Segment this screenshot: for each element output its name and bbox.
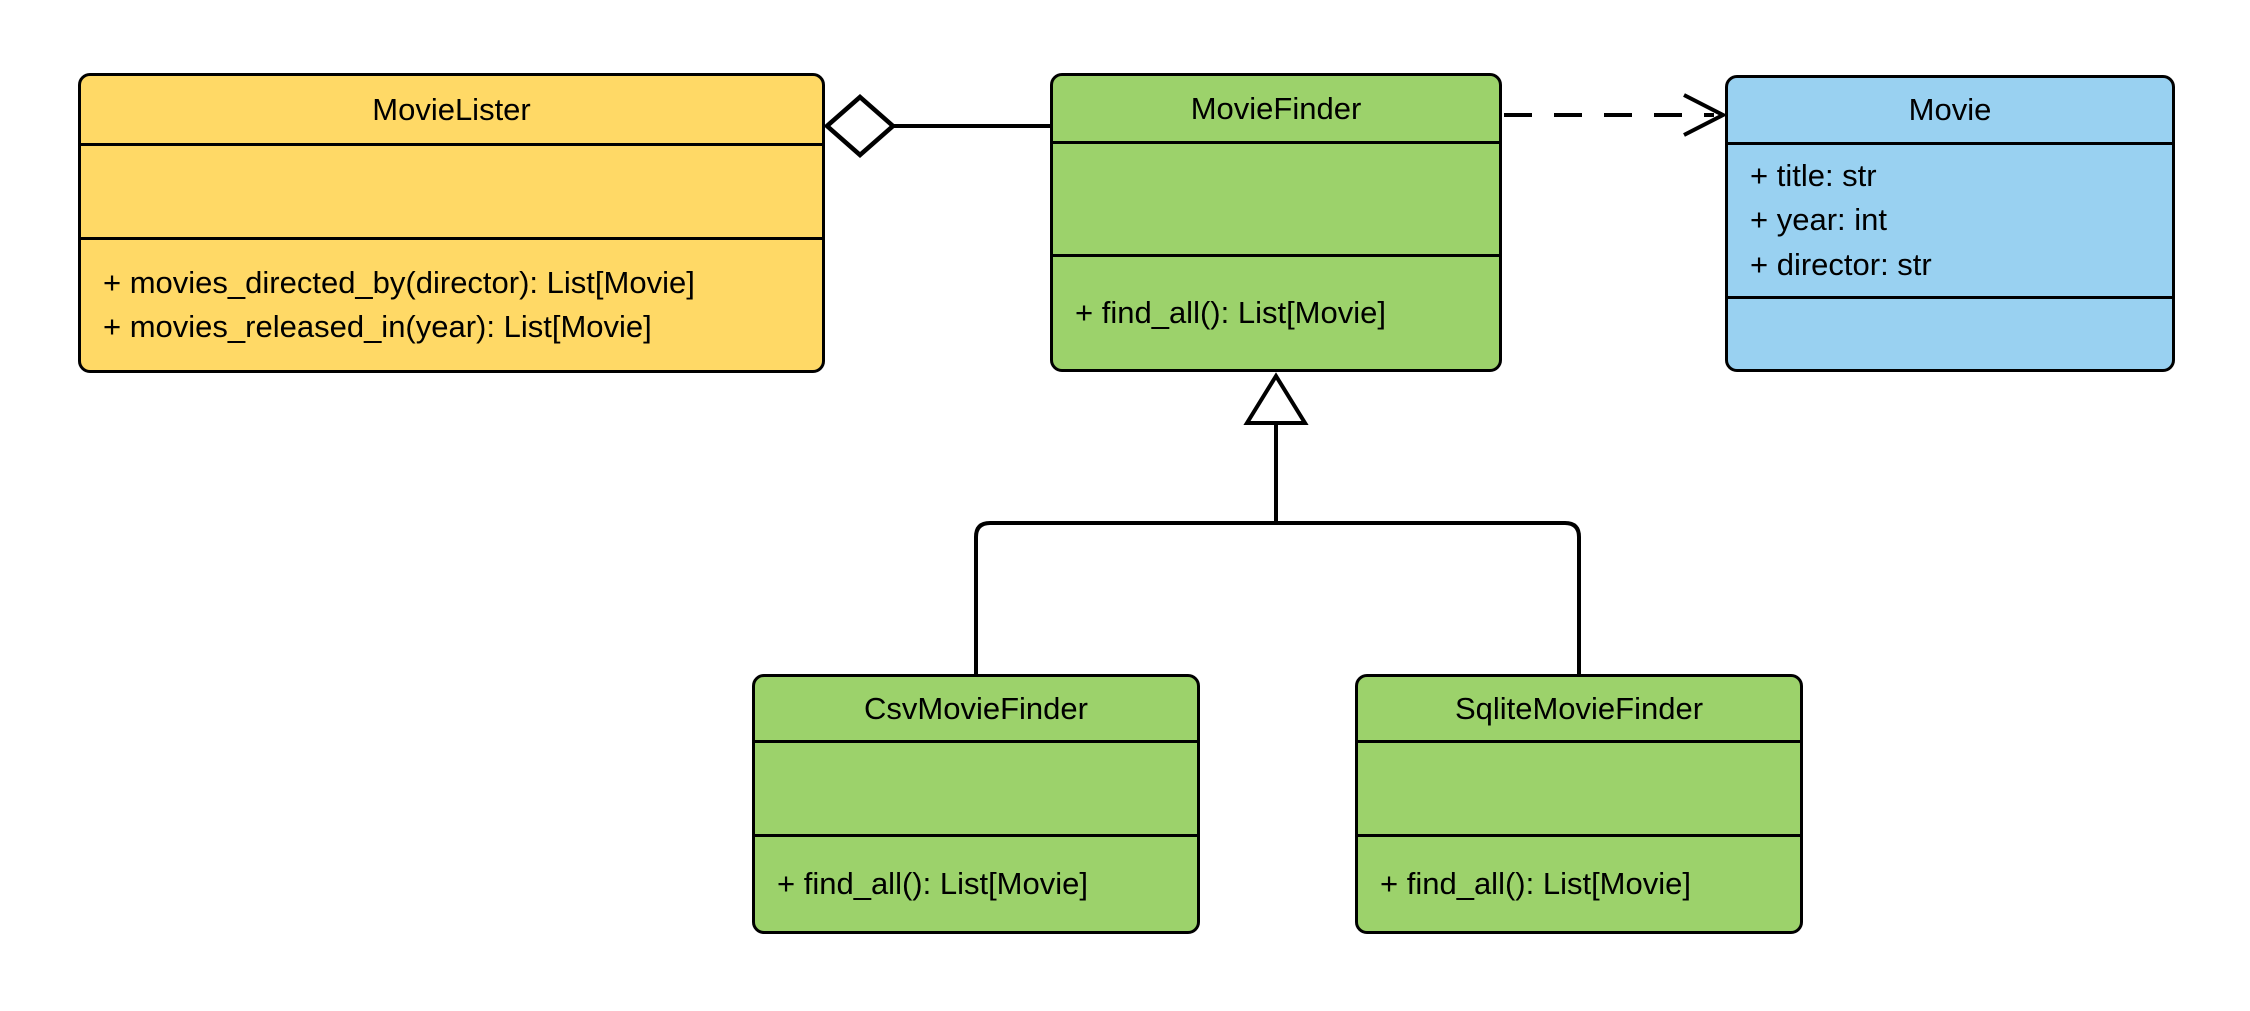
class-box-csvmoviefinder: CsvMovieFinder + find_all(): List[Movie]	[752, 674, 1200, 934]
method-label: + movies_directed_by(director): List[Mov…	[103, 264, 695, 300]
methods-compartment-moviefinder: + find_all(): List[Movie]	[1053, 257, 1499, 369]
attributes-compartment-moviefinder	[1053, 144, 1499, 257]
attributes-compartment-sqlitemoviefinder	[1358, 743, 1800, 837]
method-label: + find_all(): List[Movie]	[777, 865, 1088, 901]
methods-compartment-movielister: + movies_directed_by(director): List[Mov…	[81, 240, 822, 370]
class-header-sqlitemoviefinder: SqliteMovieFinder	[1358, 677, 1800, 743]
class-header-movielister: MovieLister	[81, 76, 822, 146]
methods-compartment-csvmoviefinder: + find_all(): List[Movie]	[755, 837, 1197, 931]
class-name: MovieLister	[372, 91, 531, 127]
generalization-branch-connector	[974, 521, 1581, 674]
attributes-compartment-movie: + title: str + year: int + director: str	[1728, 145, 2172, 299]
class-header-moviefinder: MovieFinder	[1053, 76, 1499, 144]
class-name: MovieFinder	[1190, 90, 1362, 126]
dependency-open-arrowhead-icon	[1683, 93, 1728, 137]
class-header-movie: Movie	[1728, 78, 2172, 145]
class-name: Movie	[1908, 92, 1992, 127]
method-label: + movies_released_in(year): List[Movie]	[103, 309, 652, 344]
class-name: SqliteMovieFinder	[1454, 690, 1704, 726]
attributes-compartment-movielister	[81, 146, 822, 240]
attributes-compartment-csvmoviefinder	[755, 743, 1197, 837]
class-header-csvmoviefinder: CsvMovieFinder	[755, 677, 1197, 743]
attribute-label: + title: str	[1750, 158, 1877, 194]
attribute-label: + director: str	[1750, 246, 1932, 282]
methods-compartment-movie	[1728, 299, 2172, 369]
class-box-movie: Movie + title: str + year: int + directo…	[1725, 75, 2175, 372]
method-label: + find_all(): List[Movie]	[1075, 294, 1386, 330]
generalization-triangle-icon	[1243, 372, 1309, 425]
methods-compartment-sqlitemoviefinder: + find_all(): List[Movie]	[1358, 837, 1800, 931]
attribute-label: + year: int	[1750, 202, 1887, 238]
class-box-moviefinder: MovieFinder + find_all(): List[Movie]	[1050, 73, 1502, 372]
class-box-sqlitemoviefinder: SqliteMovieFinder + find_all(): List[Mov…	[1355, 674, 1803, 934]
method-label: + find_all(): List[Movie]	[1380, 865, 1691, 901]
aggregation-diamond-icon	[823, 94, 897, 158]
class-box-movielister: MovieLister + movies_directed_by(directo…	[78, 73, 825, 373]
class-name: CsvMovieFinder	[864, 690, 1088, 726]
